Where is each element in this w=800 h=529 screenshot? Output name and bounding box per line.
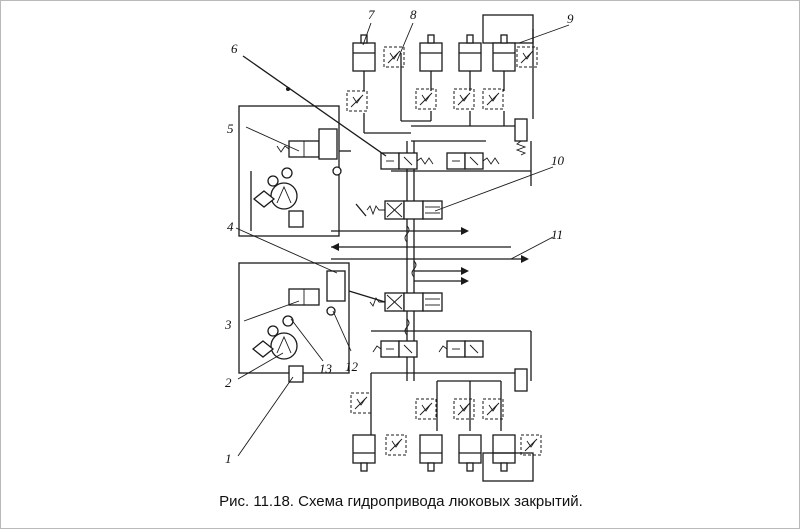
lower-cylinder-group — [350, 368, 542, 482]
callout-6: 6 — [231, 41, 238, 56]
callout-8: 8 — [410, 7, 417, 22]
callout-4: 4 — [227, 219, 234, 234]
callout-5: 5 — [227, 121, 234, 136]
upper-control-valves — [380, 152, 500, 170]
callout-10: 10 — [551, 153, 565, 168]
callout-11: 11 — [551, 227, 563, 242]
figure-caption: Рис. 11.18. Схема гидропривода люковых з… — [219, 493, 583, 510]
hydraulic-schematic: 1 2 3 4 5 6 7 8 9 10 11 12 13 — [224, 7, 574, 482]
callout-9: 9 — [567, 11, 574, 26]
callout-1: 1 — [225, 451, 232, 466]
pump-station-upper — [238, 105, 351, 237]
leader-lines — [235, 22, 570, 457]
callout-7: 7 — [368, 7, 375, 22]
lower-control-valves — [372, 340, 484, 358]
pump-station-lower — [238, 262, 386, 383]
callout-13: 13 — [319, 361, 333, 376]
distributor-10 — [355, 200, 443, 220]
callout-3: 3 — [224, 317, 232, 332]
callout-numbers: 1 2 3 4 5 6 7 8 9 10 11 12 13 — [224, 7, 574, 466]
callout-12: 12 — [345, 359, 359, 374]
upper-cylinder-group — [346, 14, 538, 156]
distributor-lower — [369, 292, 443, 312]
pressure-lines-11 — [331, 227, 529, 285]
callout-2: 2 — [225, 375, 232, 390]
